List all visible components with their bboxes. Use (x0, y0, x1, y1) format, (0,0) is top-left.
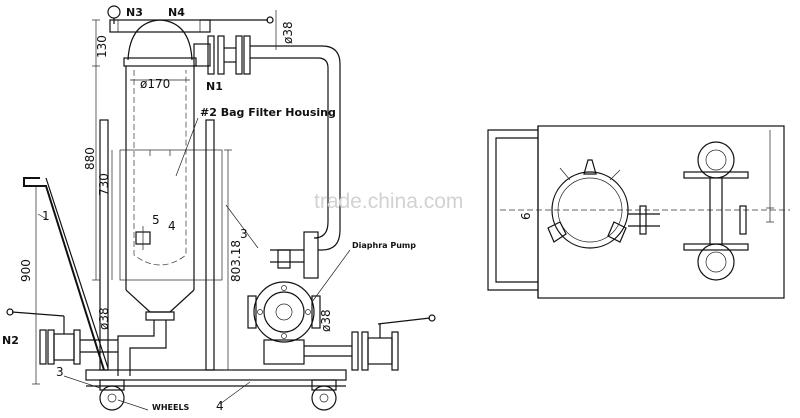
label-n4: N4 (168, 6, 185, 19)
label-pump: Diaphra Pump (352, 241, 416, 250)
dim-h730: 730 (97, 173, 111, 196)
dim-d38-left: ø38 (97, 307, 111, 330)
label-n2: N2 (2, 334, 19, 347)
diaphragm-pump (247, 281, 436, 371)
dim-d170: ø170 (140, 77, 170, 91)
dim-h803: 803.18 (229, 240, 243, 282)
process-piping (117, 45, 341, 376)
callout-4: 4 (216, 399, 224, 413)
dim-h130: 130 (95, 35, 109, 58)
label-wheels: WHEELS (152, 403, 190, 412)
trolley-frame (23, 119, 347, 411)
callout-4b: 4 (168, 219, 176, 233)
callout-3-top: 3 (240, 227, 248, 241)
filter-housing (107, 5, 274, 321)
callout-6: 6 (519, 212, 533, 220)
dim-d38-right: ø38 (319, 309, 333, 332)
leader-lines (37, 117, 351, 411)
watermark: trade.china.com (314, 190, 463, 213)
label-n1: N1 (206, 80, 223, 93)
dim-h900: 900 (19, 259, 33, 282)
callout-3-low: 3 (56, 365, 64, 379)
label-n3: N3 (126, 6, 143, 19)
dimension-lines (32, 10, 277, 385)
callout-5: 5 (152, 213, 160, 227)
top-view (487, 125, 790, 299)
label-housing: #2 Bag Filter Housing (200, 106, 336, 119)
dim-h880: 880 (83, 147, 97, 170)
callout-1: 1 (42, 209, 50, 223)
dim-d38-top: ø38 (281, 21, 295, 44)
text-labels: N3 N4 N1 N2 #2 Bag Filter Housing Diaphr… (2, 6, 533, 413)
